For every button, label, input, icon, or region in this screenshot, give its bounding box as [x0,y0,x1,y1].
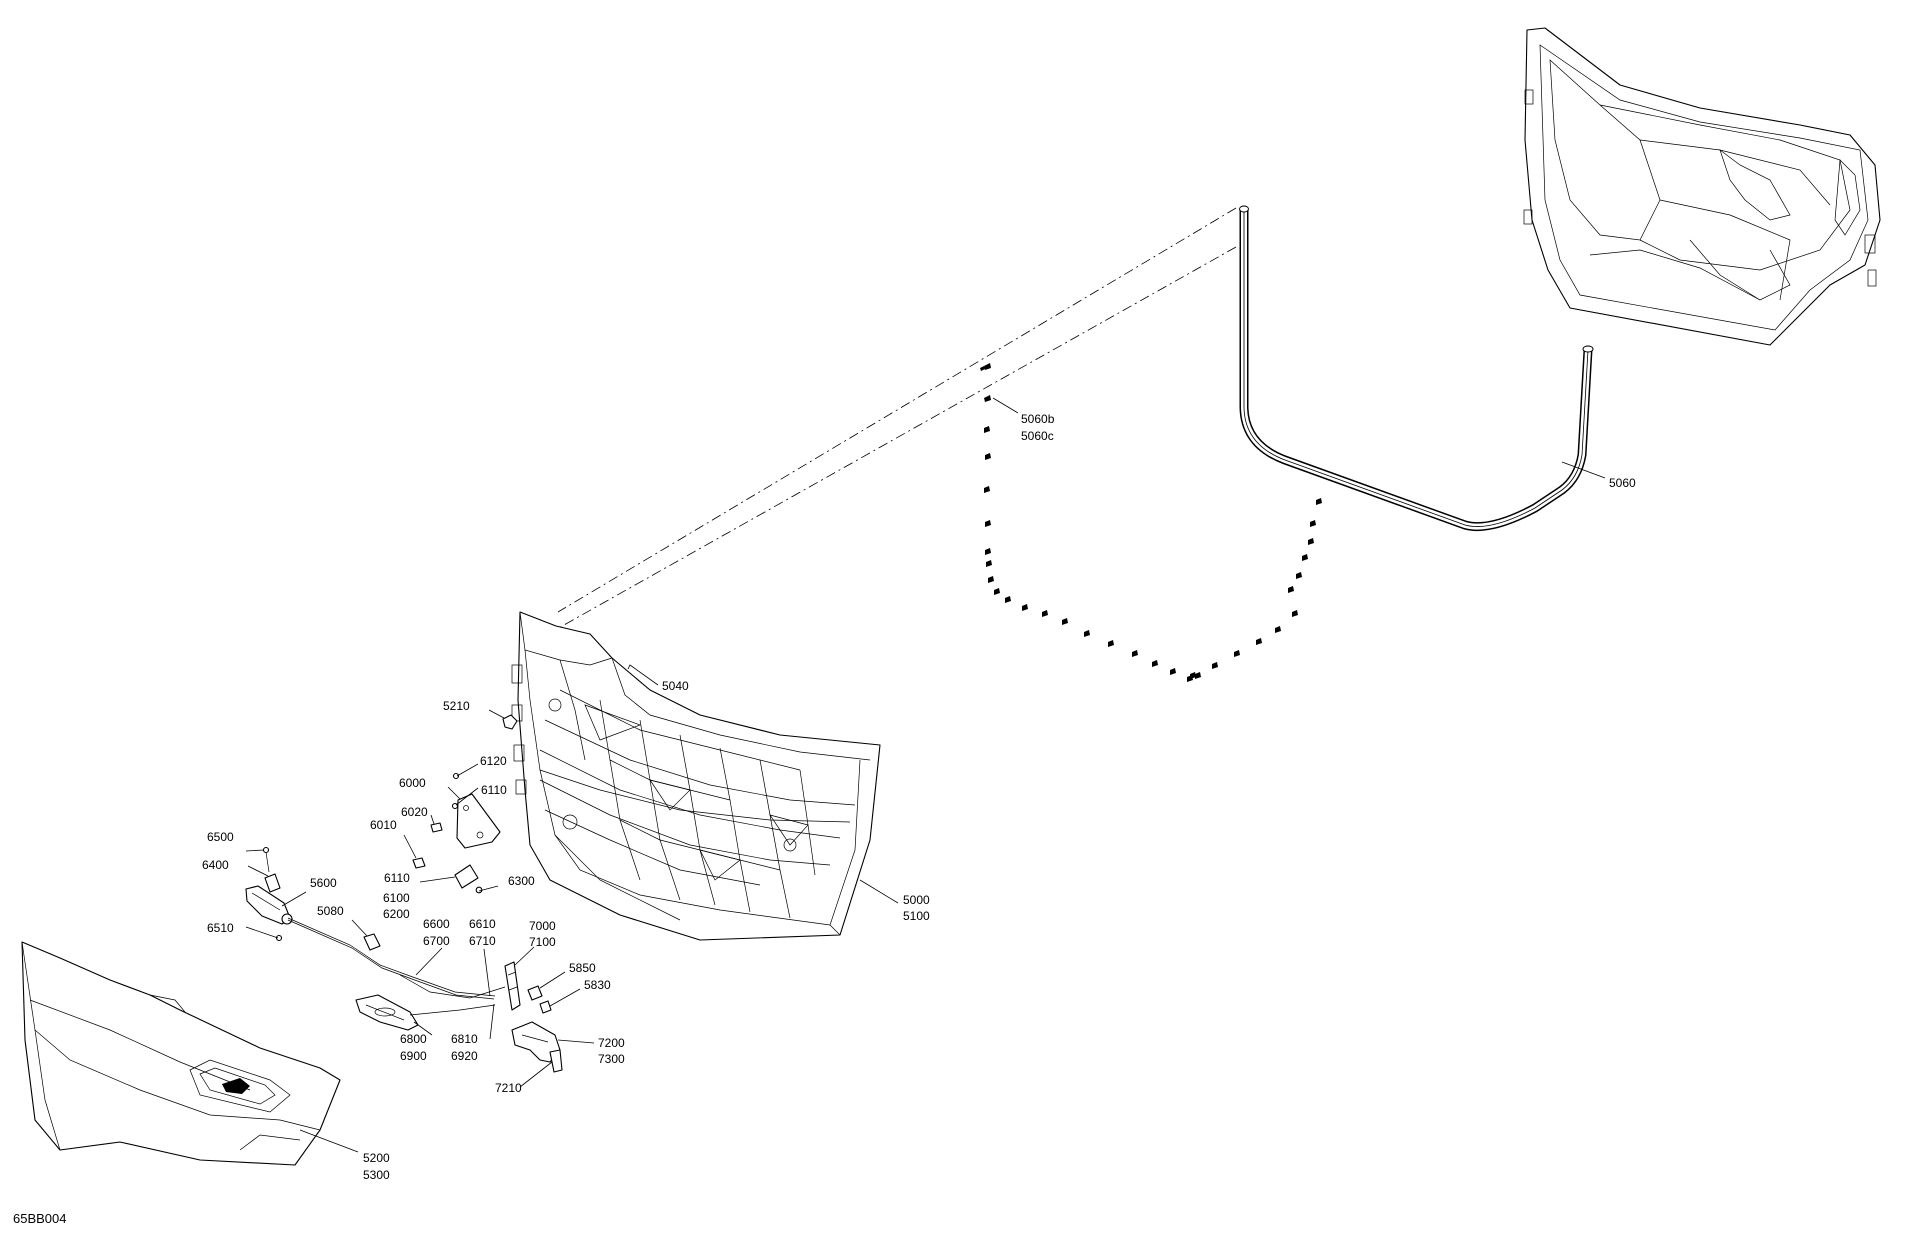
figure-code: 65BB004 [13,1211,67,1226]
callout-6100: 6100 [383,891,410,905]
callout-5100: 5100 [903,909,930,923]
door-frame [511,611,881,941]
callout-labels: 5060b 5060c 5060 5040 5210 6120 6000 611… [13,412,1636,1226]
callout-6710: 6710 [469,934,496,948]
leader-lines [245,397,1606,1153]
callout-5850: 5850 [569,961,596,975]
callout-6110-lower: 6110 [384,871,410,885]
callout-5200: 5200 [363,1151,390,1165]
callout-6600: 6600 [423,917,450,931]
callout-6800: 6800 [400,1032,427,1046]
door-outer-panel [21,941,341,1166]
callout-6810: 6810 [451,1032,478,1046]
callout-5000: 5000 [903,893,930,907]
callout-7210: 7210 [495,1081,522,1095]
seal-clips [547,207,1322,682]
door-inner-panel-assembly [1523,27,1881,346]
callout-5300: 5300 [363,1168,390,1182]
callout-6200: 6200 [383,907,410,921]
callout-5080: 5080 [317,904,344,918]
callout-6900: 6900 [400,1049,427,1063]
callout-5060b: 5060b [1021,412,1055,426]
callout-6300: 6300 [508,874,535,888]
callout-5830: 5830 [584,978,611,992]
callout-7100: 7100 [529,935,556,949]
callout-6010: 6010 [370,818,397,832]
callout-5210: 5210 [443,699,470,713]
callout-7300: 7300 [598,1052,625,1066]
callout-7000: 7000 [529,919,556,933]
callout-6510: 6510 [207,921,234,935]
callout-6020: 6020 [401,805,428,819]
callout-5060c: 5060c [1021,429,1054,443]
callout-6110-upper: 6110 [481,783,507,797]
door-seal [1239,205,1594,532]
callout-6610: 6610 [469,917,496,931]
callout-6120: 6120 [480,754,507,768]
callout-6000: 6000 [399,776,426,790]
callout-7200: 7200 [598,1036,625,1050]
callout-5600: 5600 [310,876,337,890]
latch-components [245,714,563,1073]
callout-6700: 6700 [423,934,450,948]
callout-6500: 6500 [207,830,234,844]
callout-5060: 5060 [1609,476,1636,490]
callout-6920: 6920 [451,1049,478,1063]
callout-5040: 5040 [662,679,689,693]
callout-6400: 6400 [202,858,229,872]
